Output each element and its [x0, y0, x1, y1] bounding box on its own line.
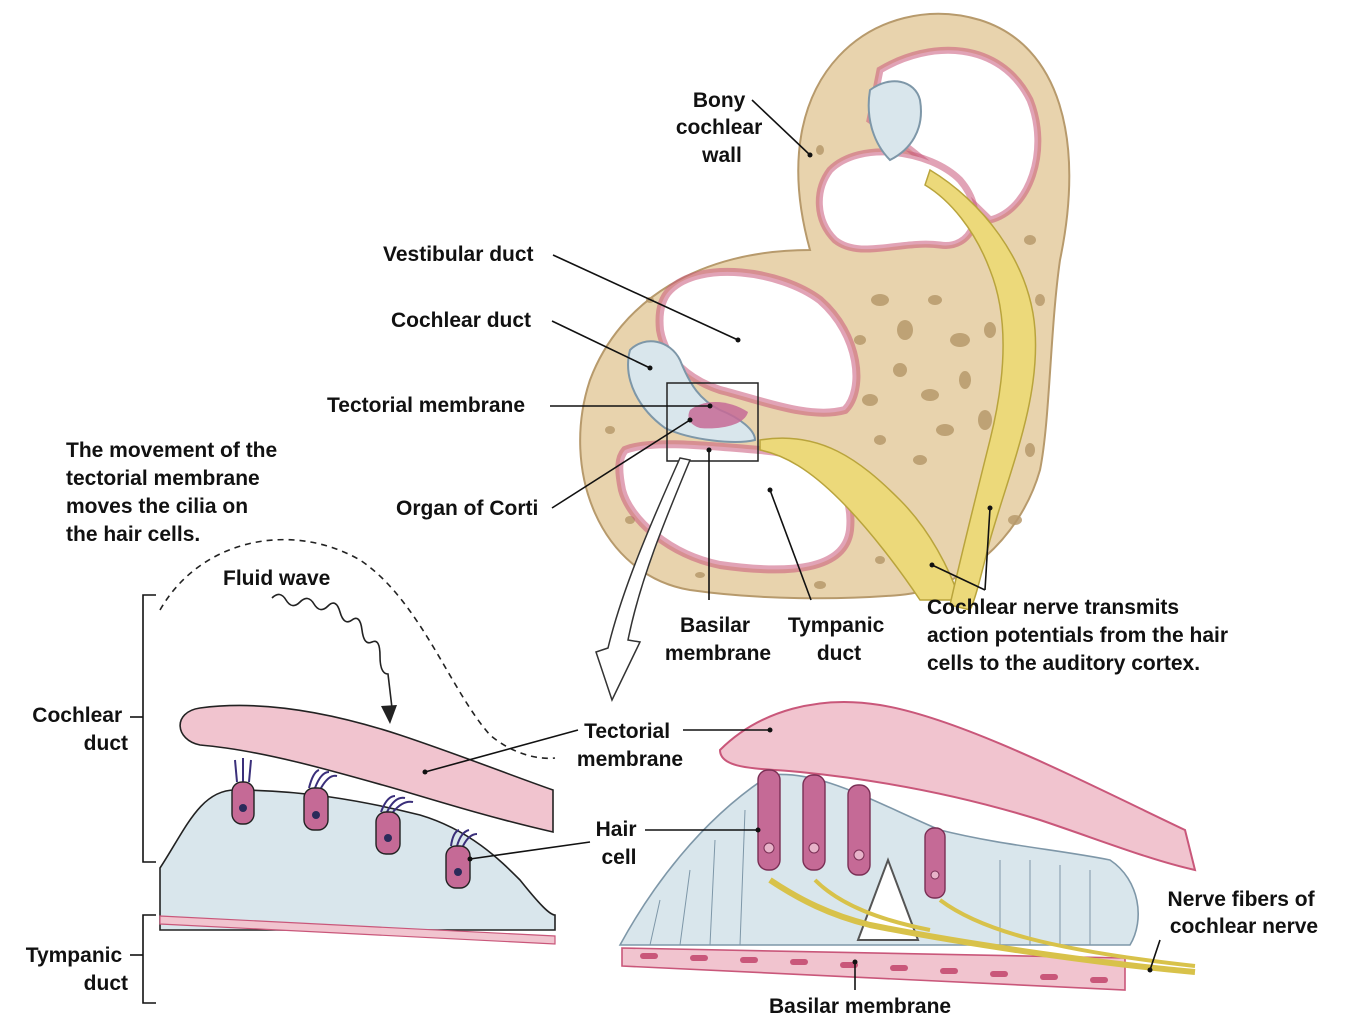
- label-fluid-wave: Fluid wave: [223, 567, 330, 590]
- label-bony-wall: Bony cochlear wall: [676, 89, 768, 167]
- label-nerve-note: Cochlear nerve transmits action potentia…: [927, 596, 1234, 675]
- fluid-wave-arrowhead: [381, 705, 397, 724]
- label-cochlear-duct-left: Cochlear duct: [32, 704, 128, 755]
- label-tympanic-duct-top: Tympanic duct: [788, 614, 890, 665]
- fluid-wave-squiggle: [272, 594, 392, 708]
- label-tectorial-membrane-mid: Tectorial membrane: [577, 720, 683, 771]
- hair-cell-1: [232, 758, 254, 824]
- schematic-diagram: [143, 540, 555, 1003]
- label-tectorial-membrane-top: Tectorial membrane: [327, 394, 525, 417]
- organ-of-corti-detail: [620, 702, 1195, 990]
- tympanic-duct-bracket: [143, 915, 156, 1003]
- label-movement-note: The movement of the tectorial membrane m…: [66, 439, 283, 546]
- cochlear-duct-bracket: [143, 595, 156, 862]
- label-nerve-fibers: Nerve fibers of cochlear nerve: [1168, 888, 1321, 938]
- label-vestibular-duct: Vestibular duct: [383, 243, 534, 266]
- label-cochlear-duct: Cochlear duct: [391, 309, 531, 332]
- label-basilar-membrane-top: Basilar membrane: [665, 614, 771, 665]
- label-organ-of-corti: Organ of Corti: [396, 497, 538, 520]
- label-tympanic-duct-left: Tympanic duct: [26, 944, 128, 995]
- label-hair-cell: Hair cell: [596, 818, 643, 869]
- label-basilar-membrane-bottom: Basilar membrane: [769, 995, 951, 1018]
